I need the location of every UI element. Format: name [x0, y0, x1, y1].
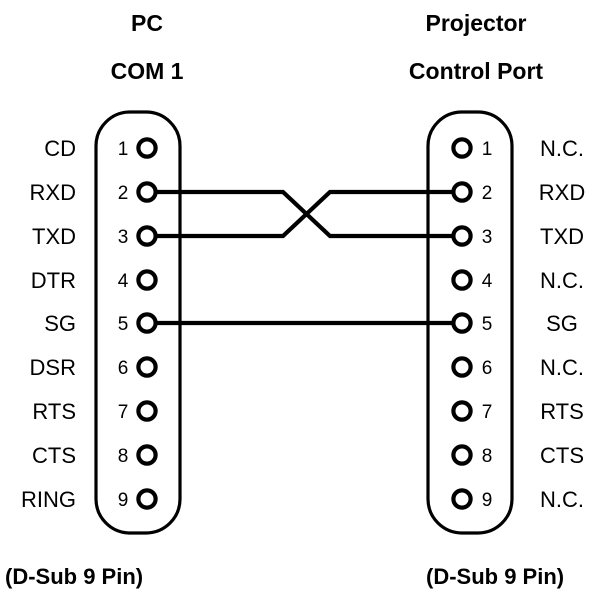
right-pin-7-signal: RTS — [540, 399, 584, 424]
right-pin-6-signal: N.C. — [540, 355, 584, 380]
right-pin-1-contact — [451, 137, 473, 159]
right-pin-5-contact — [451, 312, 473, 334]
left-connector-subtitle: COM 1 — [111, 58, 184, 84]
right-pin-8-contact — [451, 444, 473, 466]
right-pin-7-number: 7 — [482, 402, 493, 423]
left-pin-4-signal: DTR — [31, 268, 76, 293]
left-pin-3-contact — [136, 225, 158, 247]
left-connector-shell — [94, 110, 182, 535]
left-pin-6-signal: DSR — [30, 355, 76, 380]
left-pin-1-number: 1 — [118, 139, 129, 160]
right-pin-4-number: 4 — [482, 271, 493, 292]
left-pin-6-number: 6 — [118, 358, 129, 379]
left-pin-2-signal: RXD — [30, 180, 76, 205]
left-pin-3-signal: TXD — [32, 224, 76, 249]
left-pin-9-contact — [136, 488, 158, 510]
right-pin-8-number: 8 — [482, 446, 493, 467]
left-pin-6-contact — [136, 356, 158, 378]
wire-pin3-to-pin2 — [152, 189, 457, 239]
right-pin-9-signal: N.C. — [540, 487, 584, 512]
left-connector-caption: (D-Sub 9 Pin) — [5, 564, 143, 589]
right-connector-shell — [426, 110, 514, 535]
right-pin-8-signal: CTS — [540, 443, 584, 468]
right-connector-subtitle: Control Port — [409, 58, 543, 84]
right-pin-9-contact — [451, 488, 473, 510]
left-pin-8-number: 8 — [118, 446, 129, 467]
left-pin-7-signal: RTS — [32, 399, 76, 424]
left-pin-5-contact — [136, 312, 158, 334]
right-pin-6-contact — [451, 356, 473, 378]
left-pin-1-signal: CD — [44, 136, 76, 161]
right-pin-1-number: 1 — [482, 139, 493, 160]
left-pin-9-signal: RING — [21, 487, 76, 512]
left-pin-1-contact — [136, 137, 158, 159]
left-connector-title: PC — [131, 10, 163, 36]
right-pin-5-signal: SG — [546, 311, 578, 336]
left-pin-2-number: 2 — [118, 183, 129, 204]
left-pin-7-number: 7 — [118, 402, 129, 423]
right-pin-7-contact — [451, 400, 473, 422]
left-pin-8-contact — [136, 444, 158, 466]
right-pin-2-contact — [451, 181, 473, 203]
right-pin-6-number: 6 — [482, 358, 493, 379]
left-pin-2-contact — [136, 181, 158, 203]
left-pin-5-number: 5 — [118, 314, 129, 335]
left-pin-5-signal: SG — [44, 311, 76, 336]
right-pin-3-number: 3 — [482, 227, 493, 248]
right-pin-group: 1 N.C. 2 RXD 3 TXD 4 N.C. 5 SG 6 N.C. 7 … — [451, 136, 585, 512]
right-pin-9-number: 9 — [482, 490, 493, 511]
right-pin-3-contact — [451, 225, 473, 247]
right-pin-4-contact — [451, 269, 473, 291]
left-pin-7-contact — [136, 400, 158, 422]
right-pin-2-number: 2 — [482, 183, 493, 204]
right-connector-title: Projector — [426, 10, 527, 36]
right-pin-3-signal: TXD — [540, 224, 584, 249]
right-pin-1-signal: N.C. — [540, 136, 584, 161]
right-pin-4-signal: N.C. — [540, 268, 584, 293]
left-pin-4-contact — [136, 269, 158, 291]
left-pin-9-number: 9 — [118, 490, 129, 511]
left-pin-group: CD 1 RXD 2 TXD 3 DTR 4 SG 5 DSR 6 RTS 7 … — [21, 136, 158, 512]
left-pin-8-signal: CTS — [32, 443, 76, 468]
right-pin-5-number: 5 — [482, 314, 493, 335]
left-pin-3-number: 3 — [118, 227, 129, 248]
right-connector-caption: (D-Sub 9 Pin) — [426, 564, 564, 589]
left-pin-4-number: 4 — [118, 271, 129, 292]
right-pin-2-signal: RXD — [539, 180, 585, 205]
wire-group — [152, 189, 457, 326]
